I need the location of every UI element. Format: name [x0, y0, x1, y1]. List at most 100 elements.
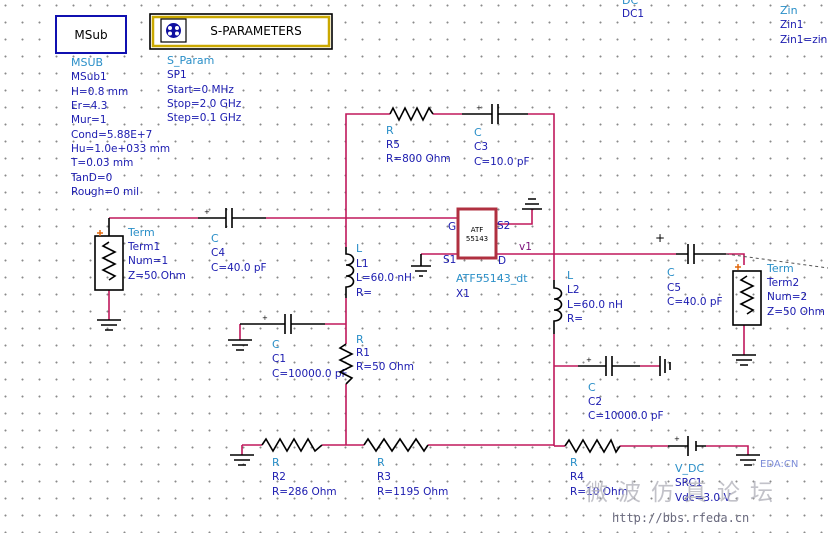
svg-text:R=800 Ohm: R=800 Ohm: [386, 153, 451, 165]
svg-text:C=10.0 pF: C=10.0 pF: [474, 156, 530, 168]
r5-labels: R R5 R=800 Ohm: [386, 124, 451, 165]
msub-type: MSUB: [71, 56, 103, 69]
watermark-chinese: 微波仿真论坛: [585, 480, 783, 506]
svg-text:TanD=0: TanD=0: [70, 172, 112, 184]
l1-labels: L L1 L=60.0 nH R=: [356, 242, 412, 299]
sparam-component[interactable]: S-PARAMETERS: [149, 13, 333, 50]
watermark-url: http://bbs.rfeda.cn: [612, 511, 749, 525]
ground-s1: [411, 254, 431, 277]
capacitor-c4[interactable]: +: [198, 208, 266, 228]
resistor-r4[interactable]: [564, 438, 621, 454]
inductor-l2[interactable]: [553, 280, 563, 334]
c4-labels: C C4 C=40.0 pF: [211, 232, 267, 274]
transistor-x1[interactable]: ATF 55143: [456, 207, 498, 260]
svg-text:C: C: [474, 126, 482, 139]
svg-text:Hu=1.0e+033 mm: Hu=1.0e+033 mm: [71, 143, 170, 155]
svg-text:+: +: [476, 104, 482, 112]
resistor-r3[interactable]: [363, 437, 429, 453]
sparam-type: S_Param: [167, 54, 214, 67]
resistor-r1[interactable]: [338, 343, 354, 385]
svg-text:L=60.0 nH: L=60.0 nH: [356, 272, 412, 284]
zin-labels: Zin Zin1 Zin1=zin(: [780, 4, 828, 46]
svg-text:Term2: Term2: [766, 277, 799, 289]
sparam-icon: [166, 23, 181, 38]
svg-text:R2: R2: [272, 471, 286, 483]
r3-labels: R R3 R=1195 Ohm: [377, 456, 448, 498]
svg-text:D: D: [498, 255, 506, 267]
x1-labels: ATF55143_dt X1: [456, 272, 528, 300]
term2-port[interactable]: [732, 264, 762, 326]
svg-text:R=: R=: [356, 287, 372, 299]
svg-text:Step=0.1 GHz: Step=0.1 GHz: [167, 112, 242, 124]
svg-text:Vdc=3.0 V: Vdc=3.0 V: [675, 492, 731, 504]
svg-text:C1: C1: [272, 353, 286, 365]
svg-text:L: L: [356, 242, 363, 255]
ground-r2: [230, 454, 254, 466]
svg-text:R5: R5: [386, 139, 400, 151]
svg-text:R: R: [377, 456, 385, 469]
vdc-src1[interactable]: +: [668, 435, 706, 456]
msub-box-label: MSub: [74, 28, 107, 42]
r4-labels: R R4 R=10 Ohm: [570, 456, 628, 498]
svg-text:L: L: [567, 269, 574, 282]
svg-text:C=10000.0 pF: C=10000.0 pF: [272, 368, 348, 380]
svg-text:R=: R=: [567, 313, 583, 325]
msub-name: MSub1: [71, 71, 107, 83]
c2-labels: C C2 C=10000.0 pF: [588, 381, 664, 422]
capacitor-c2[interactable]: +: [578, 356, 640, 376]
msub-component[interactable]: MSub: [55, 15, 127, 54]
svg-text:+: +: [262, 314, 268, 322]
svg-text:Stop=2.0 GHz: Stop=2.0 GHz: [167, 98, 242, 110]
resistor-r2[interactable]: [261, 437, 323, 453]
svg-text:R4: R4: [570, 471, 584, 483]
svg-text:C: C: [211, 232, 219, 245]
net-label-v1: v1: [519, 241, 532, 253]
svg-text:C: C: [588, 381, 596, 394]
term1-port[interactable]: [94, 218, 124, 291]
svg-text:L=60.0 nH: L=60.0 nH: [567, 299, 623, 311]
sparam-labels: S_Param SP1 Start=0 MHz Stop=2.0 GHz Ste…: [167, 54, 242, 124]
ground-term1: [97, 319, 121, 331]
msub-labels: MSUB MSub1 H=0.8 mm Er=4.3 Mur=1 Cond=5.…: [70, 56, 170, 198]
term2-labels: Term Term2 Num=2 Z=50 Ohm: [766, 262, 825, 318]
resistor-r5[interactable]: [389, 106, 434, 122]
svg-text:DC: DC: [622, 0, 638, 7]
c5-labels: C C5 C=40.0 pF: [667, 266, 723, 308]
svg-text:R: R: [356, 333, 364, 346]
capacitor-c1[interactable]: +: [240, 314, 325, 334]
svg-text:Er=4.3: Er=4.3: [71, 100, 107, 112]
src1-labels: V_DC SRC1 Vdc=3.0 V: [675, 462, 731, 504]
capacitor-c3[interactable]: +: [462, 104, 528, 124]
svg-text:SRC1: SRC1: [675, 477, 702, 489]
l2-labels: L L2 L=60.0 nH R=: [567, 269, 623, 325]
svg-text:S1: S1: [443, 254, 456, 266]
svg-text:Start=0 MHz: Start=0 MHz: [167, 84, 234, 96]
dc-labels: DC DC1: [622, 0, 644, 20]
capacitor-c5[interactable]: +: [655, 231, 828, 269]
term1-labels: Term Term1 Num=1 Z=50 Ohm: [127, 226, 186, 282]
svg-text:L1: L1: [356, 258, 369, 270]
svg-text:C: C: [272, 338, 280, 351]
c1-labels: C C1 C=10000.0 pF: [272, 338, 348, 380]
svg-text:C5: C5: [667, 282, 681, 294]
watermark: EDA:CN 微波仿真论坛 http://bbs.rfeda.cn: [585, 459, 798, 525]
svg-text:Term1: Term1: [127, 241, 160, 253]
inductor-l1[interactable]: [345, 247, 355, 298]
svg-text:S2: S2: [497, 220, 510, 232]
svg-text:Zin1: Zin1: [780, 19, 803, 31]
svg-text:R1: R1: [356, 347, 370, 359]
c3-labels: C C3 C=10.0 pF: [474, 126, 530, 168]
svg-text:Zin: Zin: [780, 4, 798, 17]
svg-text:+: +: [204, 208, 210, 216]
wires: [108, 113, 749, 455]
svg-text:Z=50 Ohm: Z=50 Ohm: [767, 306, 825, 318]
svg-text:T=0.03 mm: T=0.03 mm: [70, 157, 133, 169]
ground-s2: [522, 198, 542, 210]
svg-text:G: G: [448, 221, 456, 233]
svg-text:R: R: [272, 456, 280, 469]
svg-text:V_DC: V_DC: [675, 462, 704, 475]
svg-text:R=286 Ohm: R=286 Ohm: [272, 486, 337, 498]
svg-text:C=40.0 pF: C=40.0 pF: [667, 296, 723, 308]
